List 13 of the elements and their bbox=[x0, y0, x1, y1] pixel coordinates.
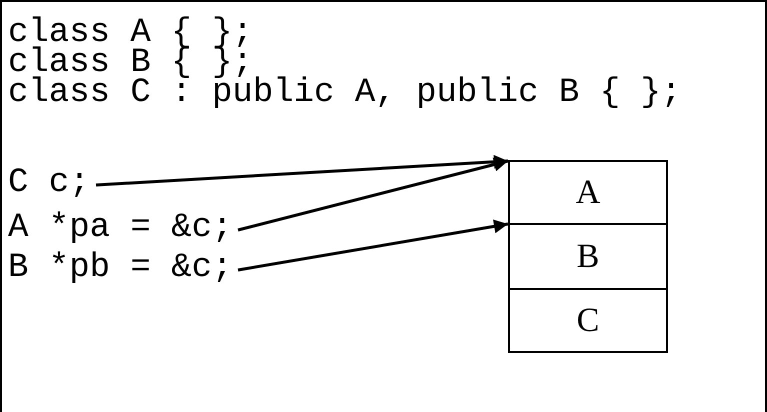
arrow bbox=[238, 158, 508, 232]
class-box bbox=[508, 223, 668, 290]
code-line: A *pa = &c; bbox=[8, 213, 232, 243]
arrow bbox=[238, 219, 508, 272]
arrow bbox=[96, 154, 508, 186]
class-name: B bbox=[576, 238, 600, 276]
code-line: B *pb = &c; bbox=[8, 253, 232, 283]
class-name: C bbox=[576, 302, 600, 340]
class-name: A bbox=[576, 174, 600, 212]
class-box bbox=[508, 160, 668, 225]
class-box bbox=[508, 288, 668, 353]
code-line: class C : public A, public B { }; bbox=[8, 78, 682, 108]
code-line: C c; bbox=[8, 168, 90, 198]
